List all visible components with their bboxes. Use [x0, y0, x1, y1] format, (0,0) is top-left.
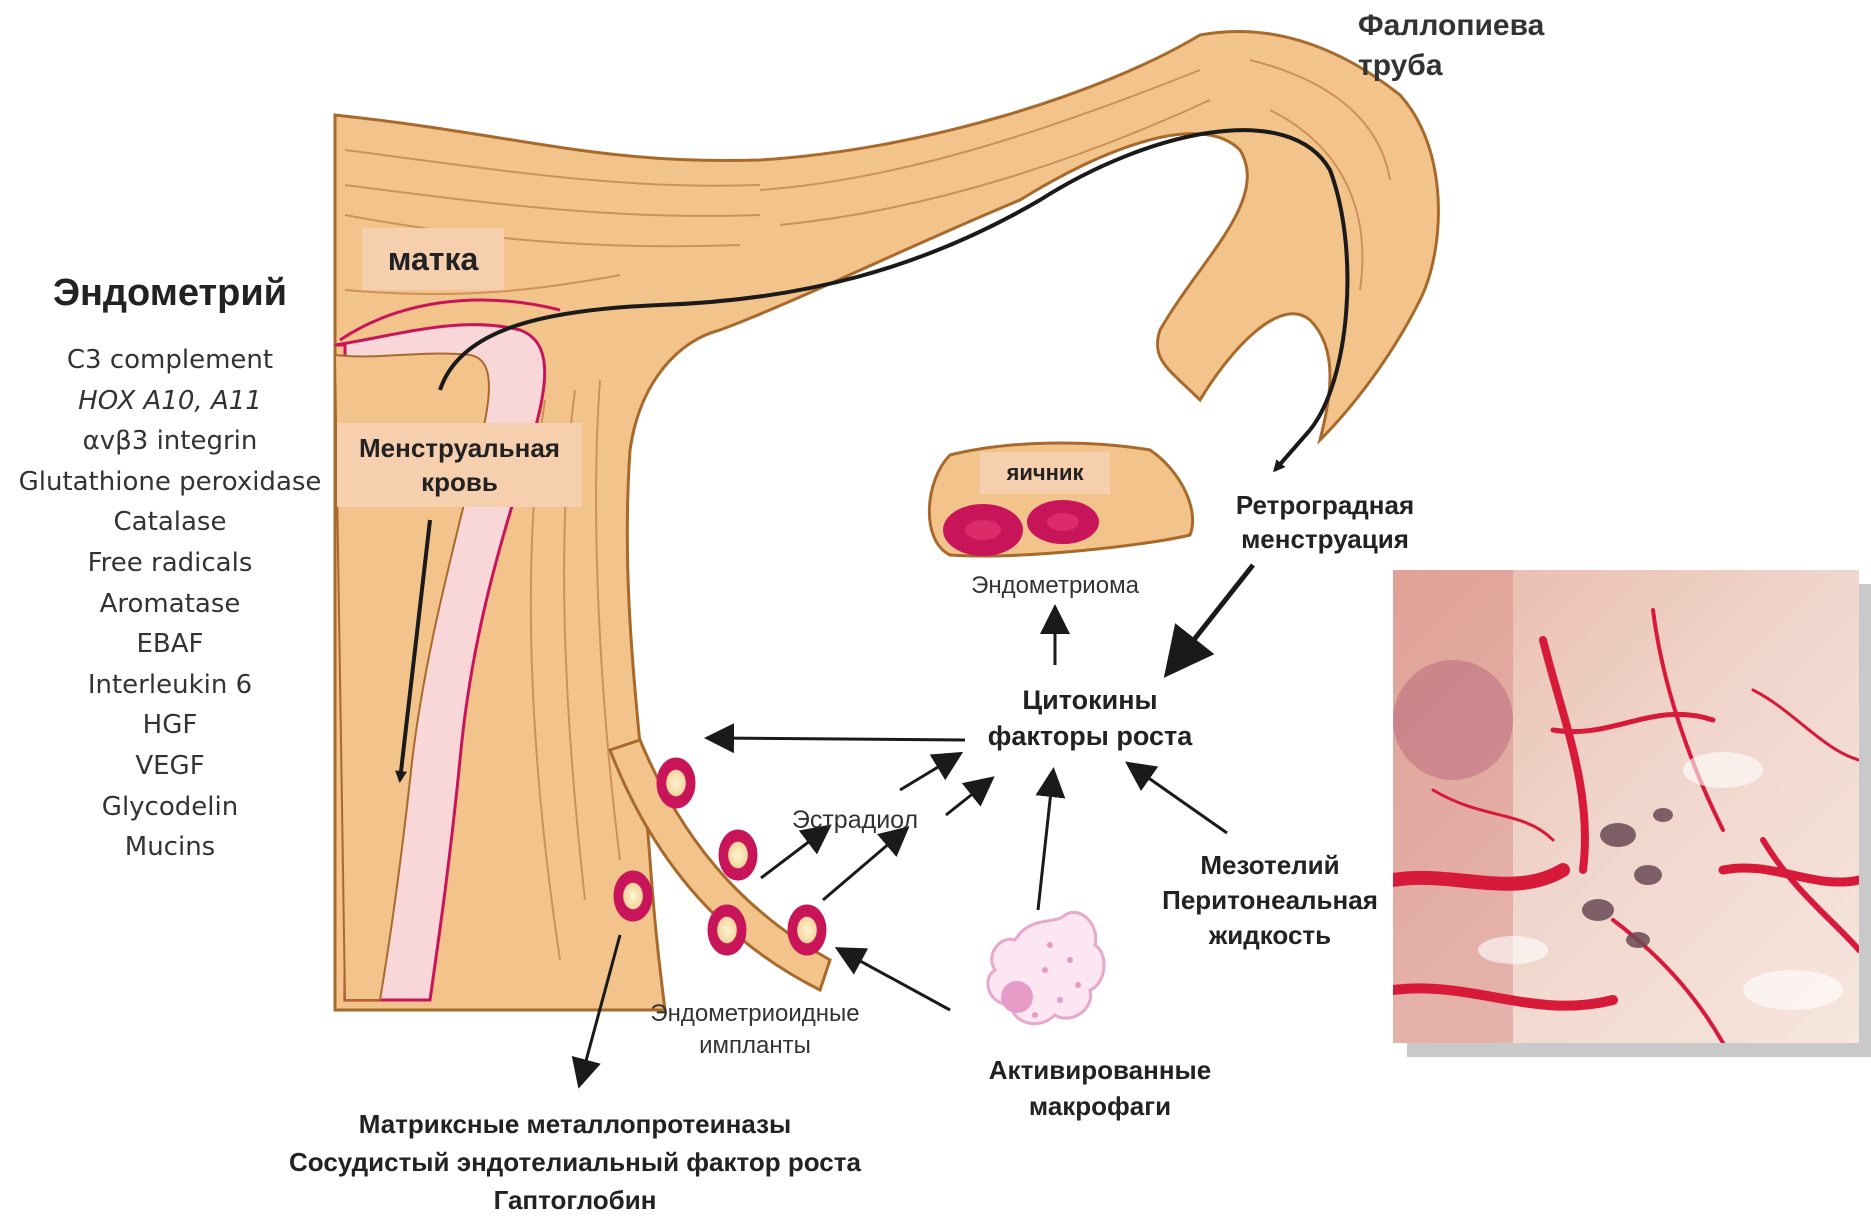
- endometrium-item: VEGF: [0, 746, 340, 787]
- endometrium-item: HGF: [0, 705, 340, 746]
- label-macrophages: Активированные макрофаги: [955, 1052, 1245, 1124]
- laparoscopic-photo: [1393, 570, 1859, 1043]
- label-ovary-text: яичник: [1007, 460, 1084, 485]
- endometrium-item: C3 complement: [0, 340, 340, 381]
- laparoscopic-photo-image: [1393, 570, 1859, 1043]
- endometrium-item: Glycodelin: [0, 787, 340, 828]
- endometrium-item: Interleukin 6: [0, 665, 340, 706]
- label-macrophages-line: макрофаги: [955, 1088, 1245, 1124]
- arrow-implant-to-cytokines: [761, 828, 827, 878]
- label-fallopian-tube: Фаллопиева труба: [1358, 6, 1544, 86]
- endometrium-item: Aromatase: [0, 584, 340, 625]
- label-cytokines-line: Цитокины: [960, 682, 1220, 718]
- label-uterus: матка: [362, 228, 504, 290]
- endometrium-item: Glutathione peroxidase: [0, 462, 340, 503]
- arrow-macrophage-to-cytokines: [1038, 773, 1053, 910]
- label-mesothelium: Мезотелий Перитонеальная жидкость: [1150, 848, 1390, 953]
- implant: [710, 907, 744, 953]
- endometrium-title: Эндометрий: [20, 272, 320, 315]
- label-retrograde-menstruation: Ретроградная менструация: [1210, 488, 1440, 556]
- label-implants-line: Эндометриоидные: [620, 998, 890, 1030]
- label-uterus-text: матка: [388, 241, 479, 277]
- label-fallopian-tube-line: труба: [1358, 46, 1544, 86]
- label-menstrual-blood-line: Менструальная: [337, 431, 582, 465]
- arrow-retrograde: [1170, 565, 1253, 670]
- arrow-estradiol-1: [900, 755, 958, 790]
- label-implants-line: импланты: [620, 1030, 890, 1062]
- label-mesothelium-line: Мезотелий: [1150, 848, 1390, 883]
- endometrium-item: Free radicals: [0, 543, 340, 584]
- label-mesothelium-line: жидкость: [1150, 918, 1390, 953]
- label-endometrioma: Эндометриома: [930, 572, 1180, 600]
- endometrium-item: HOX A10, A11: [0, 381, 340, 422]
- arrow-implant-to-cytokines-2: [823, 830, 905, 900]
- implant: [659, 760, 693, 806]
- label-mesothelium-line: Перитонеальная: [1150, 883, 1390, 918]
- label-cytokines-line: факторы роста: [960, 718, 1220, 754]
- arrow-estradiol-2: [946, 780, 990, 815]
- implant: [790, 907, 824, 953]
- endometrium-item: EBAF: [0, 624, 340, 665]
- label-ovary: яичник: [980, 452, 1110, 494]
- endometrium-list: C3 complement HOX A10, A11 αvβ3 integrin…: [0, 340, 340, 868]
- label-bottom-factors-line: Матриксные металлопротеиназы: [240, 1105, 910, 1143]
- label-estradiol: Эстрадиол: [770, 806, 940, 835]
- endometrium-item: αvβ3 integrin: [0, 421, 340, 462]
- arrow-to-implants: [710, 738, 965, 740]
- endometrium-item: Mucins: [0, 827, 340, 868]
- label-menstrual-blood-line: кровь: [337, 465, 582, 499]
- arrow-mesothelium-to-cytokines: [1130, 765, 1227, 833]
- label-macrophages-line: Активированные: [955, 1052, 1245, 1088]
- label-menstrual-blood: Менструальная кровь: [337, 423, 582, 507]
- label-implants: Эндометриоидные импланты: [620, 998, 890, 1062]
- label-retrograde-line: Ретроградная: [1210, 488, 1440, 522]
- label-fallopian-tube-line: Фаллопиева: [1358, 6, 1544, 46]
- endometrium-item: Catalase: [0, 502, 340, 543]
- label-bottom-factors-line: Сосудистый эндотелиальный фактор роста: [240, 1143, 910, 1181]
- label-bottom-factors-line: Гаптоглобин: [240, 1181, 910, 1219]
- implant: [616, 873, 650, 919]
- label-cytokines: Цитокины факторы роста: [960, 682, 1220, 754]
- label-retrograde-line: менструация: [1210, 522, 1440, 556]
- implant: [721, 832, 755, 878]
- label-bottom-factors: Матриксные металлопротеиназы Сосудистый …: [240, 1105, 910, 1219]
